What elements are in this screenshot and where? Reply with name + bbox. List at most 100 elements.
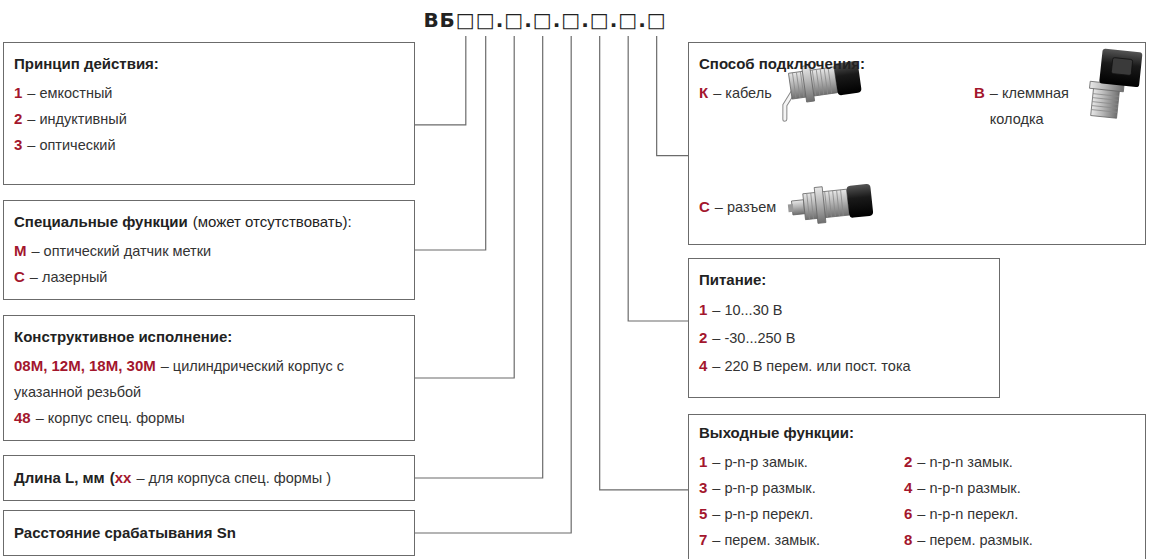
option-code: 2 [699,329,707,346]
option-group: 08М, 12М, 18М, 30М– цилиндрический корпу… [14,353,359,405]
heading-note: (может отсутствовать): [193,213,352,230]
option-group: Длина L, мм (хх– для корпуса спец. формы … [14,465,331,491]
heading-row: Способ подключения: [699,52,1135,76]
option-text: – индуктивный [27,111,126,127]
option-text: – для корпуса спец. формы ) [136,470,331,486]
heading-text: Длина L, мм [14,469,105,486]
option-text: – лазерный [30,269,108,285]
option-row: С – лазерный [14,264,404,290]
option-group: 8 – перем. размык. [904,527,1033,553]
option-group: 1 – 10...30 В [699,296,782,324]
option-text: – n-p-n перекл. [917,506,1018,522]
option-text: – оптический датчик метки [32,243,212,259]
leader-line [415,36,486,250]
heading-row: Конструктивное исполнение: [14,325,404,349]
option-code: 6 [904,505,912,522]
option-group: 4– n-p-n размык. [904,475,1021,501]
option-text: – 220 В перем. или пост. тока [712,358,910,374]
option-row: 48– корпус спец. формы [14,405,404,431]
option-group: 5 – p-n-p перекл. [699,501,904,527]
option-group: Конструктивное исполнение: [14,325,232,349]
option-text: – разъем [715,199,776,215]
option-code: 7 [699,531,707,548]
option-box: Выходные функции: 1– p-n-p замык.2– n-p-n… [688,414,1146,559]
option-code: В [974,80,985,106]
option-text: – емкостный [27,85,112,101]
option-text: – перем. замык. [712,532,820,548]
option-code: 4 [699,357,707,374]
heading-text: Специальные функции [14,213,188,230]
option-row: 5 – p-n-p перекл. 6 – n-p-n перекл. [699,501,1135,527]
option-row: 1 – емкостный [14,80,404,106]
terminal-sensor [1087,47,1143,120]
option-code: хх [115,469,132,486]
option-box: Специальные функции (может отсутствовать)… [3,200,415,300]
option-row: 1– p-n-p замык.2– n-p-n замык. [699,449,1135,475]
option-group: К– кабель [699,80,974,106]
option-row: 1 – 10...30 В [699,296,989,324]
option-text: – p-n-p перекл. [712,506,813,522]
option-code: 3 [14,136,22,153]
option-row: Длина L, мм (хх– для корпуса спец. формы … [14,465,404,491]
option-group: Расстояние срабатывания Sn [14,520,236,546]
option-row: С – разъем [699,194,1135,220]
option-code: 8 [904,531,912,548]
heading-text: Питание: [699,271,766,288]
option-group: Питание: [699,268,766,292]
leader-line [600,36,688,490]
option-box: Длина L, мм (хх– для корпуса спец. формы … [3,455,415,501]
option-row: 2– индуктивный [14,106,404,132]
option-code: С [14,268,25,285]
leader-line [415,36,466,125]
option-box: Питание: 1 – 10...30 В 2– -30...250 В 4 – 220… [688,258,1000,398]
leader-line [415,36,543,478]
option-group: 1– p-n-p замык. [699,449,904,475]
code-title: ВБ□□.□.□.□.□.□.□ [345,6,745,34]
option-group: Выходные функции: [699,421,854,445]
heading-text: ( [110,469,115,486]
option-text: – перем. размык. [917,532,1033,548]
option-code: 4 [904,479,912,496]
heading-row: Питание: [699,268,989,292]
option-code: 1 [699,301,707,318]
option-group: 2– n-p-n замык. [904,449,1013,475]
option-group: В– клеммная колодка [974,80,1080,132]
option-text: – p-n-p размык. [712,480,815,496]
option-text: – оптический [27,137,115,153]
option-group: Способ подключения: [699,52,865,76]
option-text: – 10...30 В [712,302,782,318]
option-group: Специальные функции (может отсутствовать)… [14,210,352,234]
option-row: Расстояние срабатывания Sn [14,520,404,546]
heading-text: Способ подключения: [699,55,865,72]
option-box: Принцип действия: 1 – емкостный 2– индуктив… [3,42,415,185]
option-group: 3– p-n-p размык. [699,475,904,501]
option-box: Расстояние срабатывания Sn [3,510,415,556]
option-group: 7 – перем. замык. [699,527,904,553]
leader-line [415,36,571,533]
option-code: 5 [699,505,707,522]
heading-row: Выходные функции: [699,421,1135,445]
heading-text: Выходные функции: [699,424,854,441]
option-code: 1 [14,84,22,101]
option-row: 3– p-n-p размык.4– n-p-n размык. [699,475,1135,501]
heading-row: Принцип действия: [14,52,404,76]
option-group: 1 – емкостный [14,80,112,106]
option-code: 08М, 12М, 18М, 30М [14,357,156,374]
heading-row: Специальные функции (может отсутствовать)… [14,210,404,234]
option-code: М [14,242,27,259]
option-row: К– кабельВ– клеммная колодка [699,80,1135,132]
option-text: – клеммная колодка [990,80,1080,132]
option-box: Конструктивное исполнение: 08М, 12М, 18М,… [3,315,415,441]
option-group: С – лазерный [14,264,107,290]
option-row: 7 – перем. замык. 8 – перем. размык. [699,527,1135,553]
option-group: Принцип действия: [14,52,159,76]
option-code: С [699,198,710,215]
option-group: 6 – n-p-n перекл. [904,501,1018,527]
option-group: 2– индуктивный [14,106,127,132]
option-code: К [699,84,708,101]
option-text: – p-n-p замык. [712,454,807,470]
option-row: 2– -30...250 В [699,324,989,352]
option-group: 4 – 220 В перем. или пост. тока [699,352,911,380]
option-group: С – разъем [699,194,776,220]
